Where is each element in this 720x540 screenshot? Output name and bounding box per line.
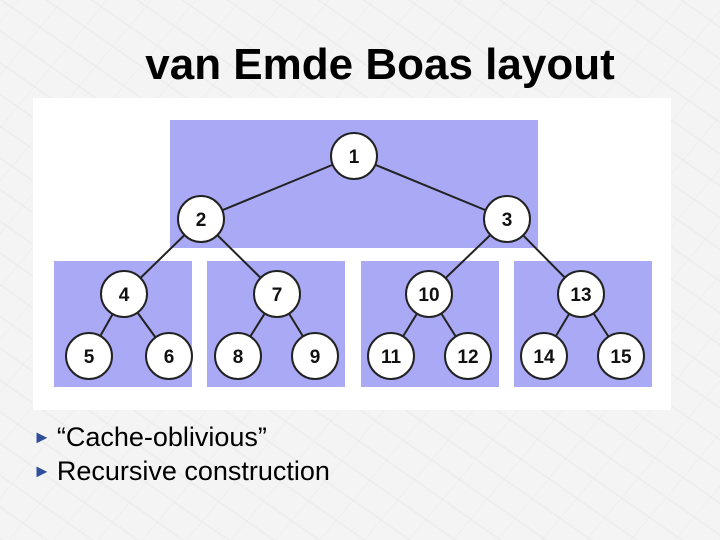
tree-node: 5 [65, 332, 113, 380]
tree-node: 2 [177, 195, 225, 243]
node-label: 9 [310, 347, 321, 368]
node-label: 2 [196, 210, 207, 231]
node-label: 13 [570, 285, 591, 306]
node-circle [330, 132, 378, 180]
tree-node: 13 [557, 270, 605, 318]
node-circle [214, 332, 262, 380]
tree-node: 10 [405, 270, 453, 318]
node-circle [483, 195, 531, 243]
bullet-text: Recursive construction [56, 456, 330, 486]
node-circle [405, 270, 453, 318]
node-circle [520, 332, 568, 380]
node-label: 3 [502, 210, 513, 231]
bullet-text: “Cache-oblivious” [56, 422, 267, 452]
tree-node: 12 [444, 332, 492, 380]
node-label: 4 [119, 285, 130, 306]
tree-node: 4 [100, 270, 148, 318]
node-label: 5 [84, 347, 95, 368]
tree-node: 14 [520, 332, 568, 380]
bullet-item: ►“Cache-oblivious” [33, 420, 633, 454]
node-label: 12 [457, 347, 478, 368]
tree-node: 7 [253, 270, 301, 318]
tree-edge [353, 155, 508, 220]
bullet-arrow-icon: ► [33, 427, 51, 447]
node-circle [145, 332, 193, 380]
node-label: 11 [381, 347, 402, 368]
tree-node: 6 [145, 332, 193, 380]
node-label: 7 [272, 285, 283, 306]
node-label: 15 [610, 347, 632, 368]
node-label: 1 [349, 147, 360, 168]
node-circle [253, 270, 301, 318]
node-circle [597, 332, 645, 380]
node-circle [100, 270, 148, 318]
tree-node: 9 [291, 332, 339, 380]
node-circle [177, 195, 225, 243]
node-label: 8 [233, 347, 244, 368]
tree-node: 8 [214, 332, 262, 380]
bullet-list: ►“Cache-oblivious” ►Recursive constructi… [33, 420, 633, 488]
node-label: 14 [533, 347, 555, 368]
tree-node: 1 [330, 132, 378, 180]
node-circle [291, 332, 339, 380]
tree-node: 15 [597, 332, 645, 380]
node-circle [367, 332, 415, 380]
tree-node: 3 [483, 195, 531, 243]
slide-title: van Emde Boas layout [145, 40, 615, 89]
node-label: 6 [164, 347, 175, 368]
bullet-item: ►Recursive construction [33, 454, 633, 488]
tree-node: 11 [367, 332, 415, 380]
bullet-arrow-icon: ► [33, 461, 51, 481]
node-label: 10 [418, 285, 439, 306]
node-circle [65, 332, 113, 380]
tree-edge [200, 155, 355, 220]
node-circle [444, 332, 492, 380]
node-circle [557, 270, 605, 318]
